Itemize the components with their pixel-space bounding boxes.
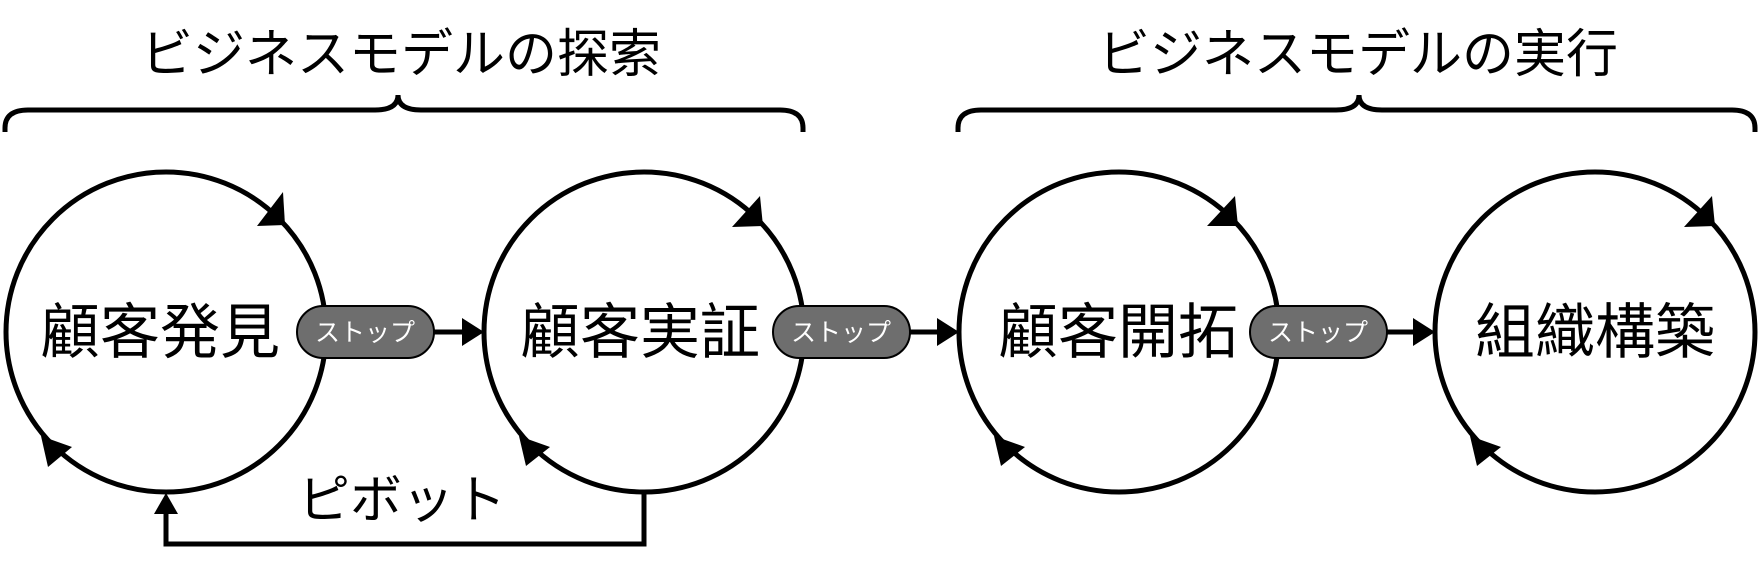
cycle-arrowhead — [257, 192, 285, 226]
cycle-arrowhead — [41, 436, 72, 467]
cycle-arrowhead — [732, 196, 763, 227]
cycle-arrowhead — [994, 436, 1025, 466]
cycle-arrowhead — [1207, 196, 1238, 226]
phase-label-customer-validation: 顧客実証 — [520, 298, 760, 368]
cycle-arrowhead — [519, 436, 550, 466]
stop-pill: ストップ — [296, 305, 435, 359]
stop-pill: ストップ — [772, 305, 911, 359]
title-execute: ビジネスモデルの実行 — [1098, 25, 1618, 85]
phase-label-company-building: 組織構築 — [1475, 298, 1715, 368]
stop-pill: ストップ — [1249, 305, 1388, 359]
cycle-arrowhead — [1470, 436, 1501, 466]
stop-pill-label: ストップ — [315, 318, 415, 347]
brace-explore — [2, 94, 806, 132]
stop-pill-label: ストップ — [1268, 318, 1368, 347]
connector-arrowhead — [1413, 318, 1435, 346]
connector-arrowhead — [462, 318, 484, 346]
title-explore: ビジネスモデルの探索 — [141, 25, 661, 85]
brace-execute — [955, 94, 1758, 132]
pivot-path — [163, 492, 647, 547]
stop-pill-label: ストップ — [791, 318, 891, 347]
phase-label-customer-creation: 顧客開拓 — [998, 298, 1238, 368]
phase-label-customer-discovery: 顧客発見 — [40, 298, 280, 368]
pivot-arrowhead — [154, 493, 178, 514]
pivot-label: ピボット — [298, 471, 506, 531]
cycle-arrowhead — [1684, 196, 1715, 227]
connector-arrowhead — [937, 318, 959, 346]
